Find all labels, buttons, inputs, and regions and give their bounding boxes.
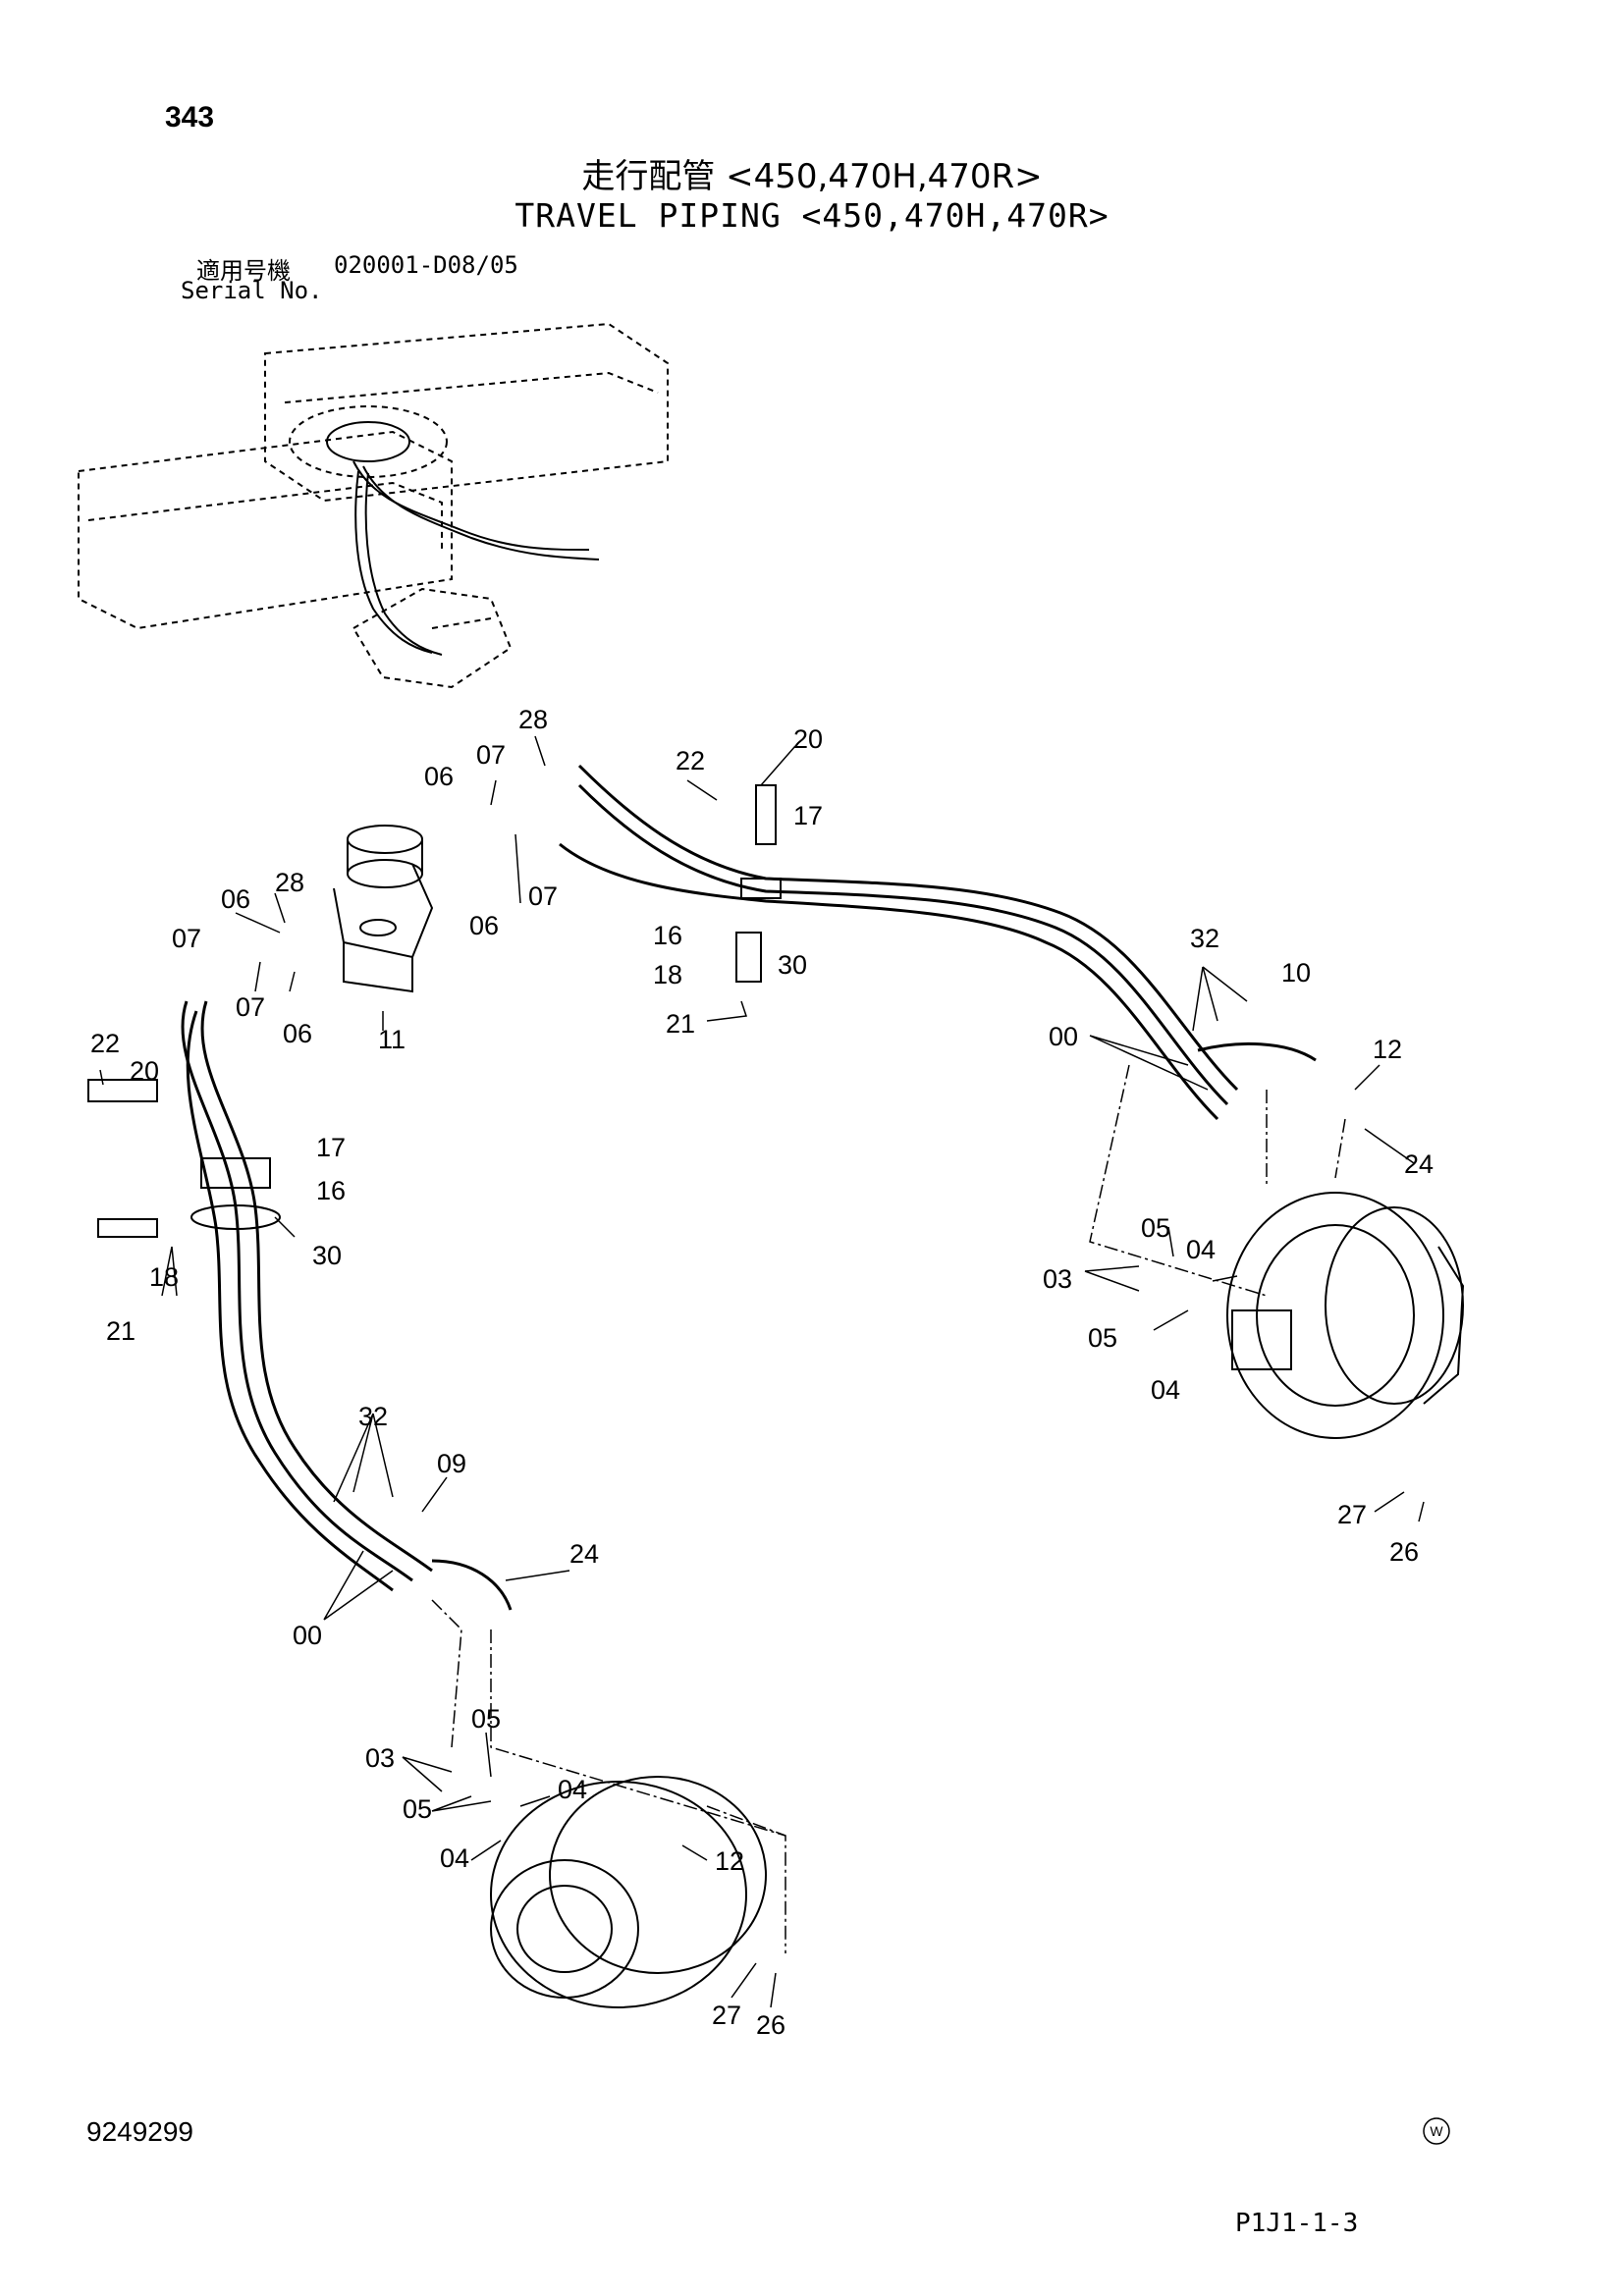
callout-16: 16: [316, 1176, 346, 1205]
callout-05: 05: [1088, 1323, 1117, 1353]
callout-24: 24: [1404, 1149, 1434, 1179]
callout-21: 21: [666, 1009, 695, 1039]
callout-16: 16: [653, 921, 682, 950]
callout-20: 20: [793, 724, 823, 754]
callout-07: 07: [528, 881, 558, 911]
callout-00: 00: [293, 1621, 322, 1650]
callout-24: 24: [569, 1539, 599, 1569]
svg-text:W: W: [1430, 2123, 1443, 2139]
callout-03: 03: [365, 1743, 395, 1773]
callout-12: 12: [1373, 1035, 1402, 1064]
callout-05: 05: [403, 1794, 432, 1824]
callout-00: 00: [1049, 1022, 1078, 1051]
callout-28: 28: [518, 705, 548, 734]
callout-11: 11: [378, 1025, 406, 1054]
callout-30: 30: [778, 950, 807, 980]
title-english: TRAVEL PIPING <450,470H,470R>: [514, 196, 1110, 235]
callout-04: 04: [1186, 1235, 1216, 1264]
hose-bundle-left: [181, 1000, 513, 1611]
callout-06: 06: [221, 884, 250, 914]
callout-07: 07: [172, 924, 201, 953]
leader-lines: [99, 735, 1425, 2008]
callout-30: 30: [312, 1241, 342, 1270]
callout-22: 22: [90, 1029, 120, 1058]
callout-18: 18: [149, 1262, 179, 1292]
callout-06: 06: [469, 911, 499, 940]
callout-09: 09: [437, 1449, 466, 1478]
callout-04: 04: [558, 1775, 587, 1804]
clamp-left: [87, 1079, 281, 1238]
title-japanese: 走行配管 <450,470H,470R>: [581, 157, 1043, 196]
callout-07: 07: [236, 992, 265, 1022]
callout-26: 26: [1389, 1537, 1419, 1567]
sheet-code: P1J1-1-3: [1235, 2209, 1359, 2238]
callout-27: 27: [1337, 1500, 1367, 1529]
callout-06: 06: [283, 1019, 312, 1048]
callout-labels: 28 07 06 22 20 17 06 28 06 07 07 16 30 1…: [90, 705, 1434, 2040]
serial-number-range: 020001-D08/05: [334, 251, 518, 279]
callout-32: 32: [1190, 924, 1219, 953]
assembly-lines: [431, 1064, 1346, 1953]
maker-mark-circled-w: W: [1423, 2117, 1450, 2145]
callout-03: 03: [1043, 1264, 1072, 1294]
callout-04: 04: [440, 1843, 469, 1873]
undercarriage-overview-inset: [78, 322, 669, 689]
callout-06: 06: [424, 762, 454, 791]
serial-label-english: Serial No.: [181, 277, 323, 304]
center-joint: [333, 825, 434, 993]
callout-17: 17: [316, 1133, 346, 1162]
callout-28: 28: [275, 868, 304, 897]
callout-22: 22: [676, 746, 705, 775]
page-number: 343: [165, 101, 215, 133]
travel-motor-bottom: [490, 1776, 767, 2008]
callout-17: 17: [793, 801, 823, 830]
callout-10: 10: [1281, 958, 1311, 988]
callout-21: 21: [106, 1316, 135, 1346]
clamp-upper: [735, 784, 782, 983]
serial-label-japanese: 適用号機: [196, 257, 291, 285]
callout-07: 07: [476, 740, 506, 770]
document-number: 9249299: [86, 2116, 194, 2147]
travel-motor-right: [1226, 1192, 1465, 1439]
callout-05: 05: [471, 1704, 501, 1734]
callout-27: 27: [712, 2001, 741, 2030]
callout-20: 20: [130, 1056, 159, 1086]
callout-26: 26: [756, 2010, 785, 2040]
callout-04: 04: [1151, 1375, 1180, 1405]
callout-05: 05: [1141, 1213, 1170, 1243]
callout-18: 18: [653, 960, 682, 989]
callout-12: 12: [715, 1846, 744, 1876]
callout-32: 32: [358, 1402, 388, 1431]
overview-hoses: [326, 421, 600, 656]
hose-bundle-right: [559, 764, 1317, 1121]
